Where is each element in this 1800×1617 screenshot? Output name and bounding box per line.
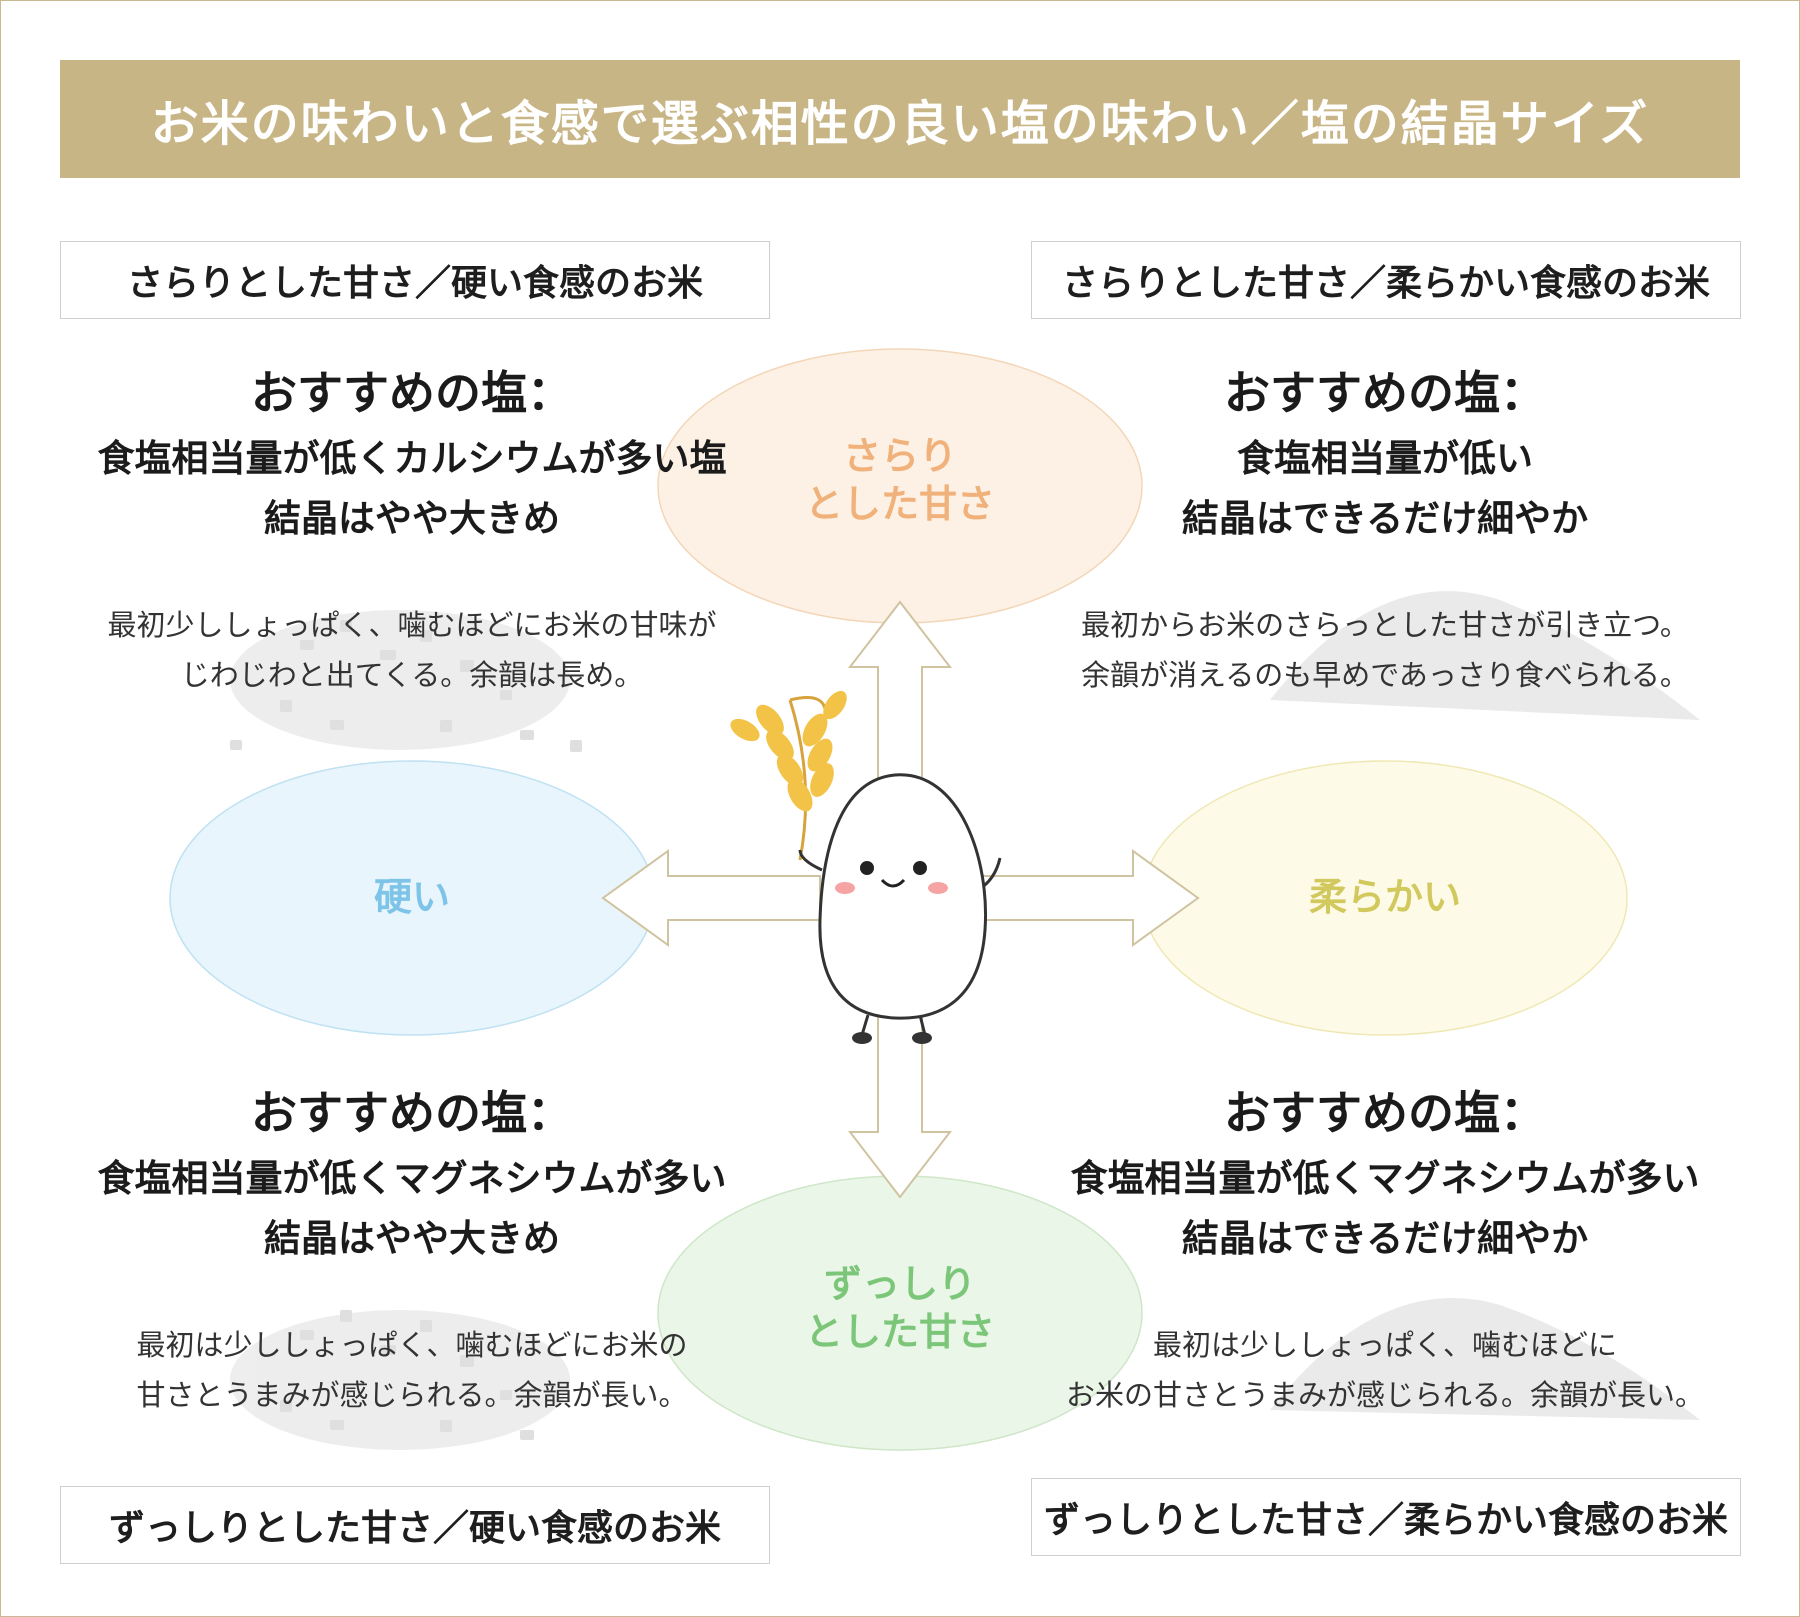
description-line-1: 最初からお米のさらっとした甘さが引き立つ。: [1081, 608, 1689, 642]
axis-label-top: さらり とした甘さ: [700, 432, 1100, 528]
recommendation-bottom-left: おすすめの塩： 食塩相当量が低くマグネシウムが多い 結晶はやや大きめ: [52, 1078, 772, 1268]
recommendation-line-2: 結晶はやや大きめ: [264, 496, 560, 540]
recommendation-heading: おすすめの塩：: [251, 1086, 573, 1140]
axis-label-top-line1: さらり: [842, 434, 957, 478]
arrow-left: [601, 849, 821, 947]
arrow-right: [979, 849, 1200, 947]
recommendation-line-2: 結晶はやや大きめ: [264, 1216, 560, 1260]
recommendation-line-1: 食塩相当量が低くマグネシウムが多い: [97, 1156, 727, 1200]
axis-label-bottom-line2: とした甘さ: [804, 1310, 995, 1354]
recommendation-heading: おすすめの塩：: [1224, 1086, 1546, 1140]
axis-label-left: 硬い: [373, 875, 450, 919]
description-bottom-right: 最初は少ししょっぱく、噛むほどに お米の甘さとうまみが感じられる。余韻が長い。: [1025, 1320, 1745, 1420]
description-line-1: 最初少ししょっぱく、噛むほどにお米の甘味が: [107, 608, 717, 642]
quadrant-label-top-right: さらりとした甘さ／柔らかい食感のお米: [1031, 241, 1741, 319]
description-line-2: 余韻が消えるのも早めであっさり食べられる。: [1081, 658, 1689, 692]
axis-label-bottom: ずっしり とした甘さ: [700, 1260, 1100, 1356]
salt-pile-coarse-bottom-left: [230, 1310, 570, 1450]
description-line-2: 甘さとうまみが感じられる。余韻が長い。: [136, 1378, 688, 1412]
description-bottom-left: 最初は少ししょっぱく、噛むほどにお米の 甘さとうまみが感じられる。余韻が長い。: [52, 1320, 772, 1420]
recommendation-line-1: 食塩相当量が低くマグネシウムが多い: [1070, 1156, 1700, 1200]
recommendation-top-left: おすすめの塩： 食塩相当量が低くカルシウムが多い塩 結晶はやや大きめ: [52, 358, 772, 548]
recommendation-line-1: 食塩相当量が低い: [1237, 436, 1533, 480]
page-title: お米の味わいと食感で選ぶ相性の良い塩の味わい／塩の結晶サイズ: [150, 96, 1650, 152]
description-line-2: じわじわと出てくる。余韻は長め。: [180, 658, 644, 692]
salt-pile-fine-bottom-right: [1270, 1298, 1700, 1420]
description-top-right: 最初からお米のさらっとした甘さが引き立つ。 余韻が消えるのも早めであっさり食べら…: [1025, 600, 1745, 700]
axis-label-top-line2: とした甘さ: [804, 482, 995, 526]
salt-pile-fine-top-right: [1270, 591, 1700, 720]
title-banner: お米の味わいと食感で選ぶ相性の良い塩の味わい／塩の結晶サイズ: [60, 60, 1740, 178]
recommendation-line-1: 食塩相当量が低くカルシウムが多い塩: [97, 436, 727, 480]
arrow-up: [847, 600, 953, 801]
salt-pile-coarse-top-left: [230, 610, 582, 752]
rice-ear-icon: [730, 690, 847, 861]
axis-label-bottom-line1: ずっしり: [823, 1262, 976, 1306]
description-line-1: 最初は少ししょっぱく、噛むほどにお米の: [136, 1328, 688, 1362]
quadrant-label-bottom-left: ずっしりとした甘さ／硬い食感のお米: [60, 1486, 770, 1564]
description-top-left: 最初少ししょっぱく、噛むほどにお米の甘味が じわじわと出てくる。余韻は長め。: [52, 600, 772, 700]
recommendation-heading: おすすめの塩：: [251, 366, 573, 420]
recommendation-bottom-right: おすすめの塩： 食塩相当量が低くマグネシウムが多い 結晶はできるだけ細やか: [1025, 1078, 1745, 1268]
rice-character-illustration: [798, 773, 1002, 1044]
recommendation-line-2: 結晶はできるだけ細やか: [1181, 1216, 1589, 1260]
axis-label-right: 柔らかい: [1308, 875, 1461, 919]
description-line-1: 最初は少ししょっぱく、噛むほどに: [1152, 1328, 1617, 1362]
recommendation-line-2: 結晶はできるだけ細やか: [1181, 496, 1589, 540]
quadrant-label-bottom-right: ずっしりとした甘さ／柔らかい食感のお米: [1031, 1478, 1741, 1556]
recommendation-top-right: おすすめの塩： 食塩相当量が低い 結晶はできるだけ細やか: [1025, 358, 1745, 548]
description-line-2: お米の甘さとうまみが感じられる。余韻が長い。: [1065, 1378, 1704, 1412]
quadrant-label-top-left: さらりとした甘さ／硬い食感のお米: [60, 241, 770, 319]
recommendation-heading: おすすめの塩：: [1224, 366, 1546, 420]
